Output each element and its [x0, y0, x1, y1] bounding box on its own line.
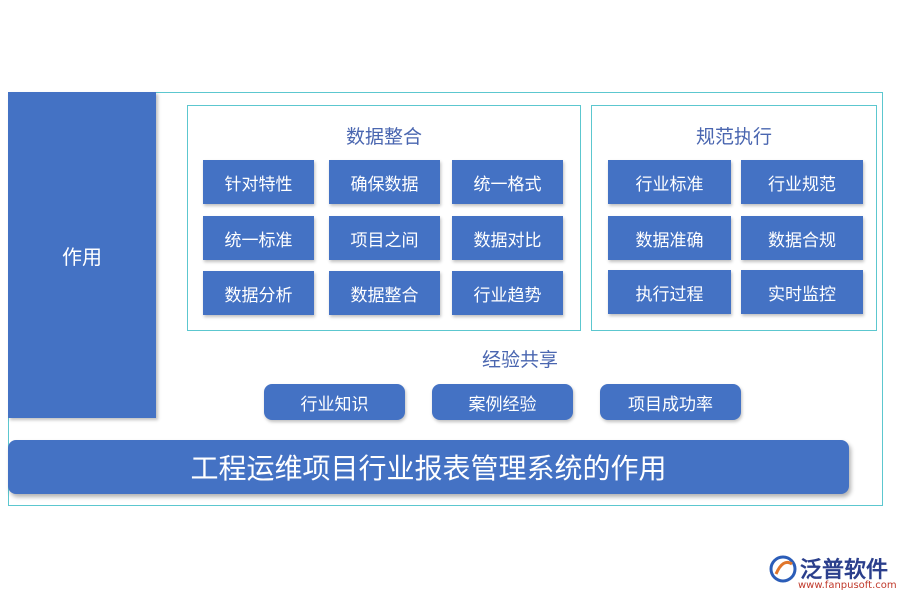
experience-sharing-item: 项目成功率	[600, 384, 741, 420]
standard-execution-item: 执行过程	[608, 270, 731, 314]
logo-name: 泛普软件	[800, 558, 889, 583]
data-integration-item: 数据分析	[203, 271, 314, 315]
data-integration-item: 数据对比	[452, 216, 563, 260]
standard-execution-item: 实时监控	[741, 270, 863, 314]
data-integration-item: 确保数据	[329, 160, 440, 204]
experience-sharing-item: 案例经验	[432, 384, 573, 420]
side-label: 作用	[8, 92, 156, 418]
data-integration-item: 统一标准	[203, 216, 314, 260]
diagram-title: 工程运维项目行业报表管理系统的作用	[8, 440, 849, 494]
experience-sharing-item: 行业知识	[264, 384, 405, 420]
data-integration-title: 数据整合	[345, 126, 422, 148]
data-integration-item: 统一格式	[452, 160, 563, 204]
experience-sharing-title: 经验共享	[481, 349, 558, 371]
standard-execution-item: 行业规范	[741, 160, 863, 204]
standard-execution-item: 数据合规	[741, 216, 863, 260]
standard-execution-item: 行业标准	[608, 160, 731, 204]
standard-execution-item: 数据准确	[608, 216, 731, 260]
data-integration-item: 数据整合	[329, 271, 440, 315]
logo-url: www.fanpusoft.com	[798, 580, 897, 591]
data-integration-item: 行业趋势	[452, 271, 563, 315]
data-integration-item: 项目之间	[329, 216, 440, 260]
fanpu-logo-icon	[769, 555, 797, 583]
brand-logo: 泛普软件 www.fanpusoft.com	[768, 552, 897, 592]
data-integration-item: 针对特性	[203, 160, 314, 204]
standard-execution-title: 规范执行	[695, 126, 772, 148]
